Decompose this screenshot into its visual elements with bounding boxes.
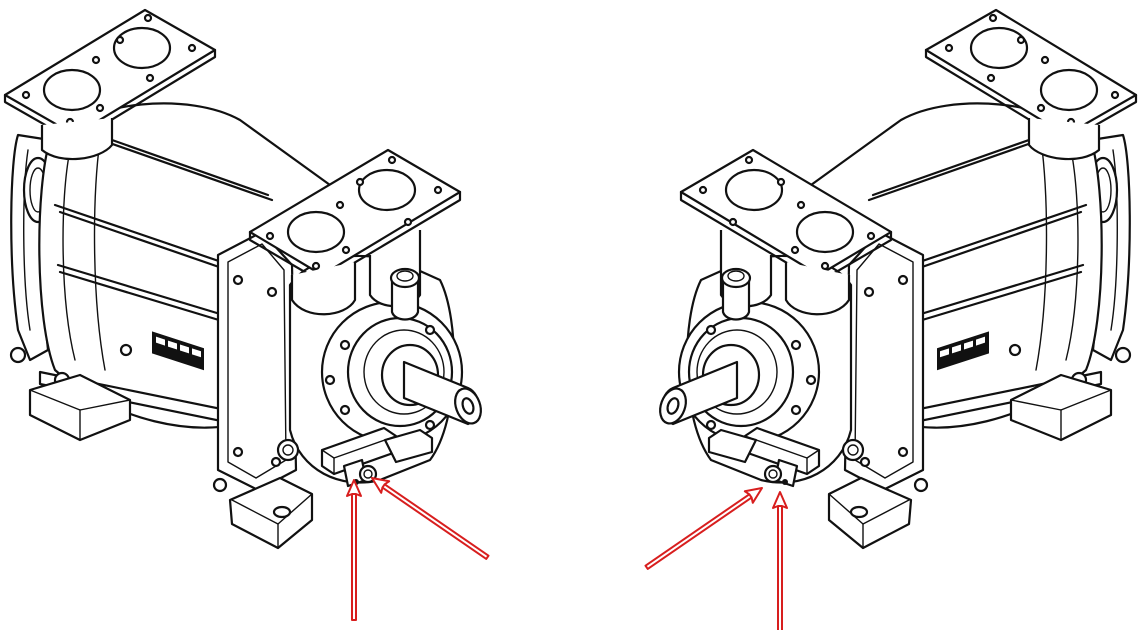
arrow-left-vertical bbox=[346, 479, 362, 621]
arrow-right-diagonal bbox=[641, 481, 767, 575]
arrow-right-vertical bbox=[772, 491, 788, 630]
pump-left-view bbox=[3, 8, 487, 550]
pump-right-view bbox=[654, 8, 1138, 550]
arrow-left-diagonal bbox=[367, 471, 493, 565]
